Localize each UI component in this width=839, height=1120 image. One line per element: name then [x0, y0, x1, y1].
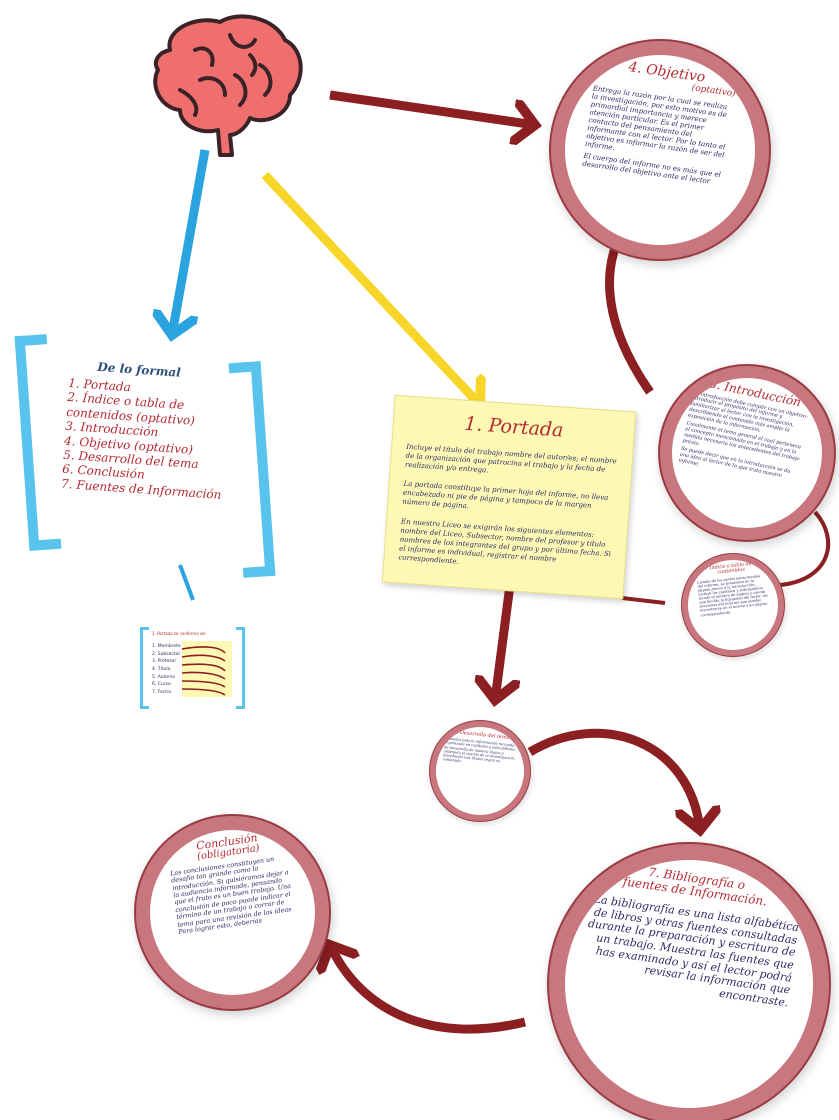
- thumbnail-item: 2. Subsector: [152, 651, 181, 657]
- thumbnail-list: 1. Membrete 2. Subsector 3. Profesor 4. …: [152, 643, 181, 696]
- thumbnail-arrows: [181, 646, 226, 696]
- arrow-brain-to-objetivo: [329, 90, 535, 125]
- portada-paragraph: Incluye el título del trabajo nombre del…: [404, 442, 617, 475]
- portada-note: 1. Portada Incluye el título del trabajo…: [381, 394, 637, 600]
- connector-index-to-thumbnail: [178, 564, 195, 601]
- arrow-desarrollo-to-bibliografia: [527, 728, 700, 830]
- thumbnail-item: 5. Autores: [152, 674, 176, 680]
- arrow-bibliografia-to-conclusion: [330, 945, 527, 1034]
- conclusion-circle: Conclusión (obligatoria) Las conclusione…: [150, 830, 315, 995]
- arrow-portada-to-desarrollo: [495, 584, 510, 700]
- thumbnail-portada-elements: 1. Portada se conforma de: 1. Membrete 2…: [140, 627, 245, 709]
- connector-intro-to-indice: [779, 510, 831, 587]
- desarrollo-circle: 5. Desarrollo del tema Presenta toda la …: [436, 727, 524, 815]
- brain-icon: [153, 14, 303, 157]
- conclusion-body: Las conclusiones constituyen un desafío …: [169, 855, 292, 936]
- indice-body: Listado de las partes estructurales del …: [696, 573, 769, 618]
- portada-paragraph: La portada constituye la primer hoja del…: [402, 479, 609, 511]
- indice-circle: Índice o tabla de contenidos Listado de …: [688, 560, 778, 650]
- arrow-brain-to-portada: [261, 171, 480, 405]
- portada-title: 1. Portada: [463, 412, 565, 442]
- desarrollo-body: Presenta toda la información recogida, o…: [442, 736, 517, 764]
- thumbnail-item: 7. Fecha: [152, 689, 171, 695]
- arrow-brain-to-index: [172, 149, 210, 335]
- index-list: De lo formal 1. Portada 2. Índice o tabl…: [61, 358, 255, 504]
- bibliografia-circle: 7. Bibliografía o fuentes de Información…: [565, 860, 813, 1108]
- bibliografia-body: La bibliografía es una lista alfabética …: [587, 892, 800, 1010]
- objetivo-circle: 4. Objetivo (optativo) Entrega la razón …: [565, 55, 755, 245]
- connector-portada-to-indice: [621, 596, 666, 605]
- thumbnail-right-bracket: [236, 627, 245, 709]
- arrow-intro-to-objetivo: [610, 220, 654, 395]
- thumbnail-left-bracket: [140, 627, 149, 709]
- introduccion-circle: 3. Introducción La introducción debe cum…: [672, 378, 822, 528]
- thumbnail-item: 6. Curso: [152, 682, 171, 688]
- thumbnail-item: 4. Título: [152, 666, 171, 672]
- portada-paragraph: En nuestro Liceo se exigirán los siguien…: [398, 517, 612, 566]
- thumbnail-item: 1. Membrete: [152, 644, 181, 649]
- thumbnail-item: 3. Profesor: [152, 659, 177, 665]
- thumbnail-title: 1. Portada se conforma de:: [152, 631, 207, 636]
